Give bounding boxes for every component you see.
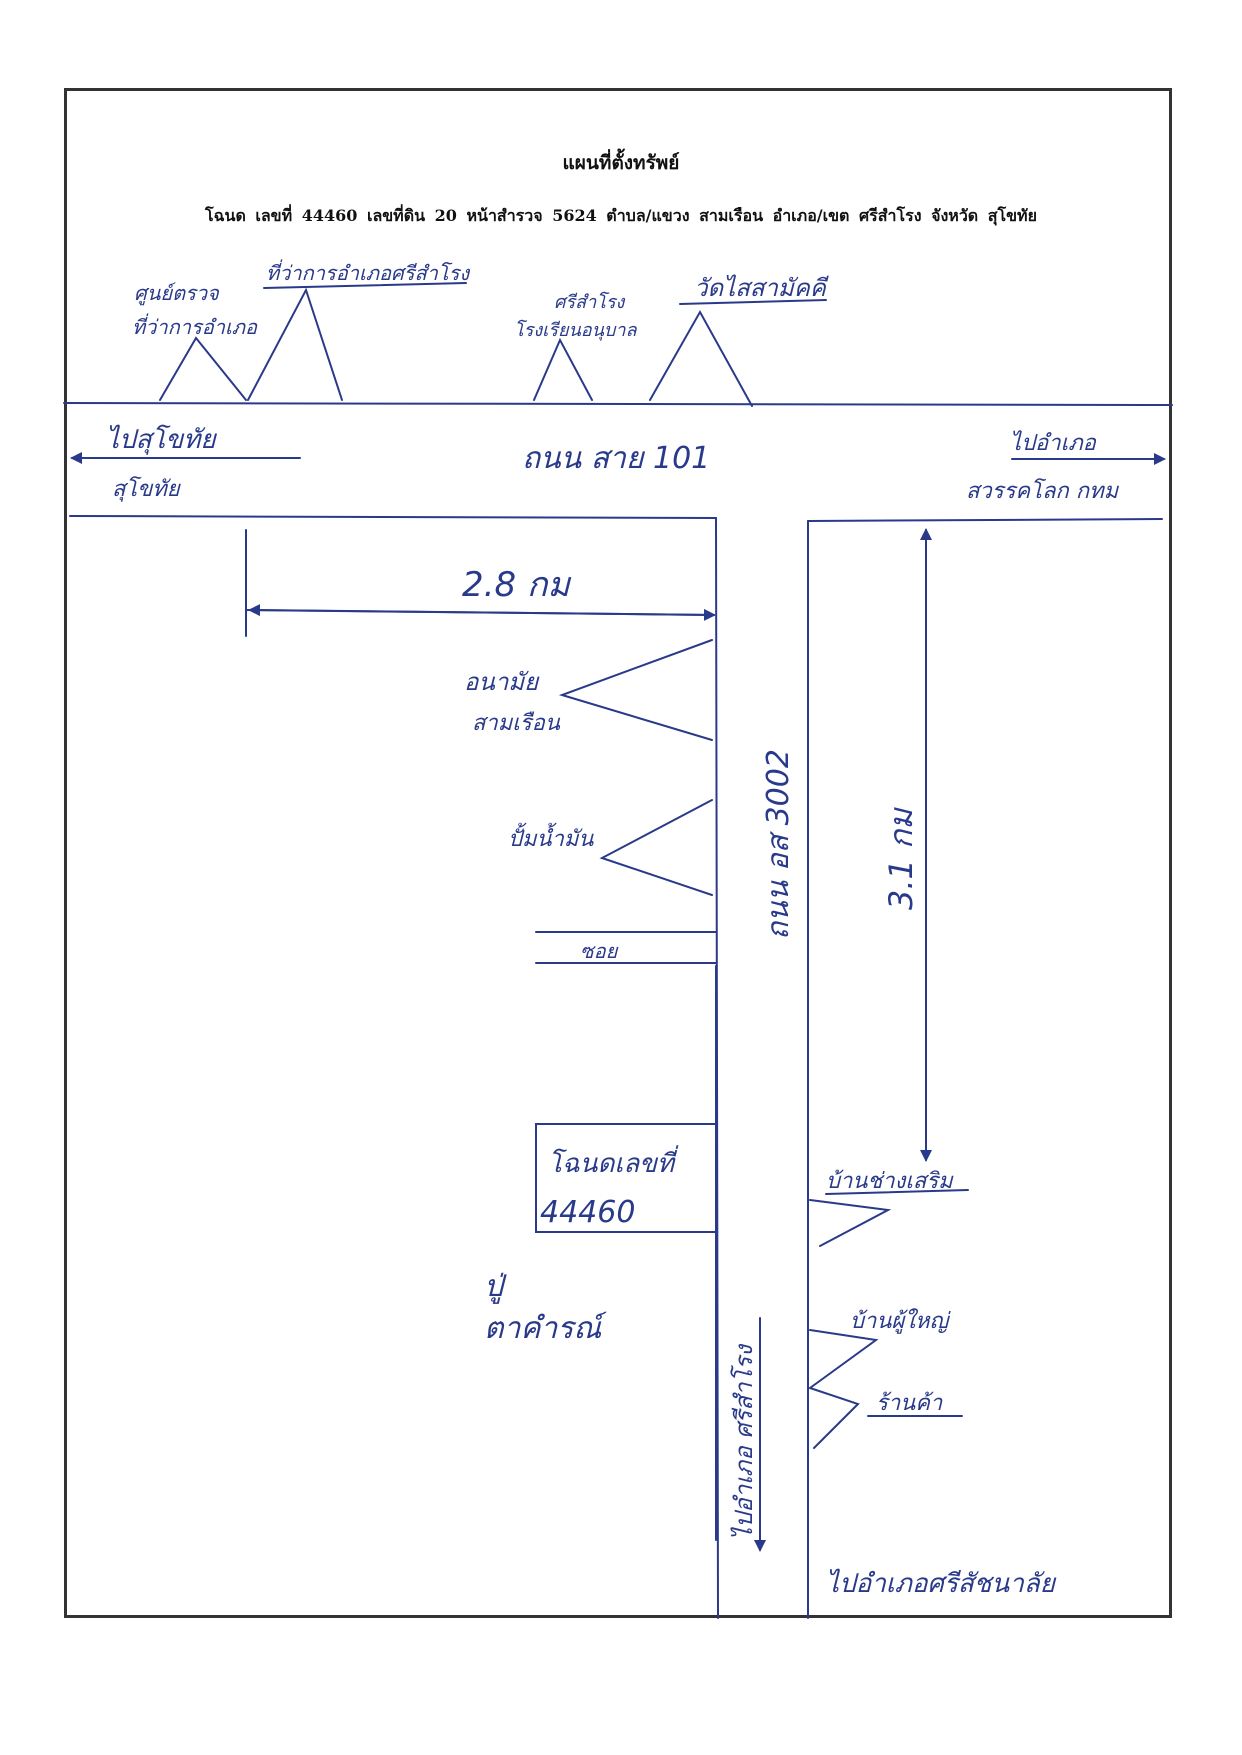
map-frame	[64, 88, 1172, 1618]
label-bottom-direction: ไปอำเภอศรีสัชนาลัย	[826, 1568, 1057, 1599]
label-top-landmark-1b: ที่ว่าการอำเภอ	[132, 313, 258, 339]
landmark-right2-marker	[807, 1329, 879, 1449]
label-owner-2: ตาคำรณ์	[484, 1311, 607, 1346]
main-road-top-edge	[63, 402, 1173, 406]
label-top-landmark-4: วัดไสสามัคคี	[694, 274, 829, 302]
landmark-underline-4	[679, 299, 827, 305]
label-right-landmark-1: บ้านช่างเสริม	[826, 1169, 954, 1194]
label-parcel-1: โฉนดเลขที่	[548, 1145, 679, 1179]
label-right-landmark-3: ร้านค้า	[876, 1391, 943, 1416]
distance-arrow-left	[248, 604, 715, 617]
landmark-triangle-1	[159, 336, 247, 401]
label-distance-horizontal: 2.8 กม	[462, 565, 571, 605]
label-distance-vertical: 3.1 กม	[882, 807, 920, 910]
landmark-right1-marker	[809, 1199, 892, 1247]
label-parcel-2: 44460	[540, 1195, 635, 1230]
label-main-road: ถนน สาย 101	[522, 441, 710, 476]
label-right-direction-1: ไปอำเภอ	[1010, 430, 1097, 456]
label-owner-1: ปู่	[484, 1269, 507, 1304]
label-top-landmark-3a: ศรีสำโรง	[554, 291, 626, 313]
label-side-road: ถนน อส 3002	[761, 749, 796, 940]
label-top-landmark-3b: โรงเรียนอนุบาล	[514, 319, 637, 341]
page-title: แผนที่ตั้งทรัพย์	[562, 152, 680, 174]
main-road-bottom-edge-right	[807, 518, 1163, 522]
landmark-underline-2	[263, 282, 467, 289]
parcel-box	[535, 1123, 717, 1233]
label-left-direction-1: ไปสุโขทัย	[106, 424, 217, 455]
label-left-direction-2: สุโขทัย	[112, 476, 182, 502]
landmark-gas-marker	[599, 799, 713, 896]
landmark-triangle-4	[649, 309, 753, 407]
label-top-landmark-1a: ศูนย์ตรวจ	[134, 281, 220, 306]
main-road-bottom-edge-left	[69, 515, 717, 519]
landmark-triangle-2	[247, 287, 343, 401]
deed-info: โฉนด เลขที่ 44460 เลขที่ดิน 20 หน้าสำรวจ…	[205, 206, 1037, 225]
label-right-direction-2: สวรรคโลก กทม	[966, 478, 1120, 504]
landmark-anamai-marker	[558, 639, 713, 741]
landmark-triangle-3	[533, 337, 593, 401]
landmark-right1-underline	[825, 1189, 969, 1195]
label-anamai-1: อนามัย	[464, 668, 540, 696]
label-top-landmark-2: ที่ว่าการอำเภอศรีสำโรง	[266, 259, 470, 285]
label-lane: ซอย	[580, 939, 619, 963]
label-anamai-2: สามเรือน	[472, 711, 561, 736]
label-right-landmark-2: บ้านผู้ใหญ่	[850, 1308, 951, 1334]
label-gas-station: ปั้มน้ำมัน	[508, 822, 594, 852]
label-left-bottom-direction: ไปอำเภอ ศรีสำโรง	[730, 1343, 758, 1540]
